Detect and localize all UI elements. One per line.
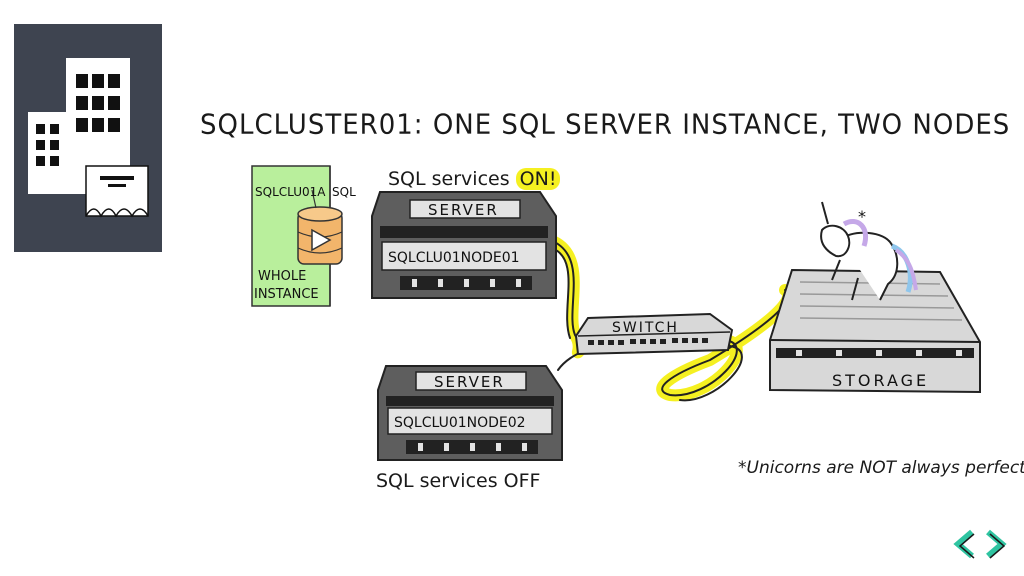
instance-caption-2: INSTANCE [254,287,319,302]
page-title: SQLCLUSTER01: ONE SQL SERVER INSTANCE, T… [200,109,1011,141]
building-logo [14,24,162,252]
instance-role-tag: SQL [332,185,356,199]
shop-icon [85,165,149,217]
instance-card: SQLCLU01A SQL WHOLE INSTANCE [251,165,356,307]
network-switch: SWITCH [574,312,734,356]
short-building-icon [28,112,68,194]
instance-name: SQLCLU01A [255,185,326,199]
footnote: *Unicorns are NOT always perfect [738,458,1024,478]
node1-status-badge: ON! [515,168,561,190]
play-icon [311,228,332,252]
storage-label: STORAGE [832,371,929,390]
node2-name: SQLCLU01NODE02 [394,415,526,431]
node1-status-prefix: SQL services [388,168,510,190]
unicorn-icon: * [820,201,918,301]
svg-text:*: * [858,207,866,226]
prev-arrow-icon[interactable] [953,529,975,559]
node1-name: SQLCLU01NODE01 [388,250,520,266]
node1-label: SERVER [428,201,499,219]
instance-caption-1: WHOLE [258,269,306,284]
node1-status: SQL services ON! [388,168,561,190]
node2-label: SERVER [434,373,505,391]
server-node-2: SERVER SQLCLU01NODE02 [377,365,563,461]
nav-arrows[interactable] [952,526,1012,566]
server-node-1: SERVER SQLCLU01NODE01 [371,191,557,299]
next-arrow-icon[interactable] [986,529,1007,559]
switch-label: SWITCH [612,320,679,336]
node2-status: SQL services OFF [376,470,541,492]
cluster-diagram: SQLCLU01A SQL WHOLE INSTANCE SERVER SQLC… [251,165,981,461]
